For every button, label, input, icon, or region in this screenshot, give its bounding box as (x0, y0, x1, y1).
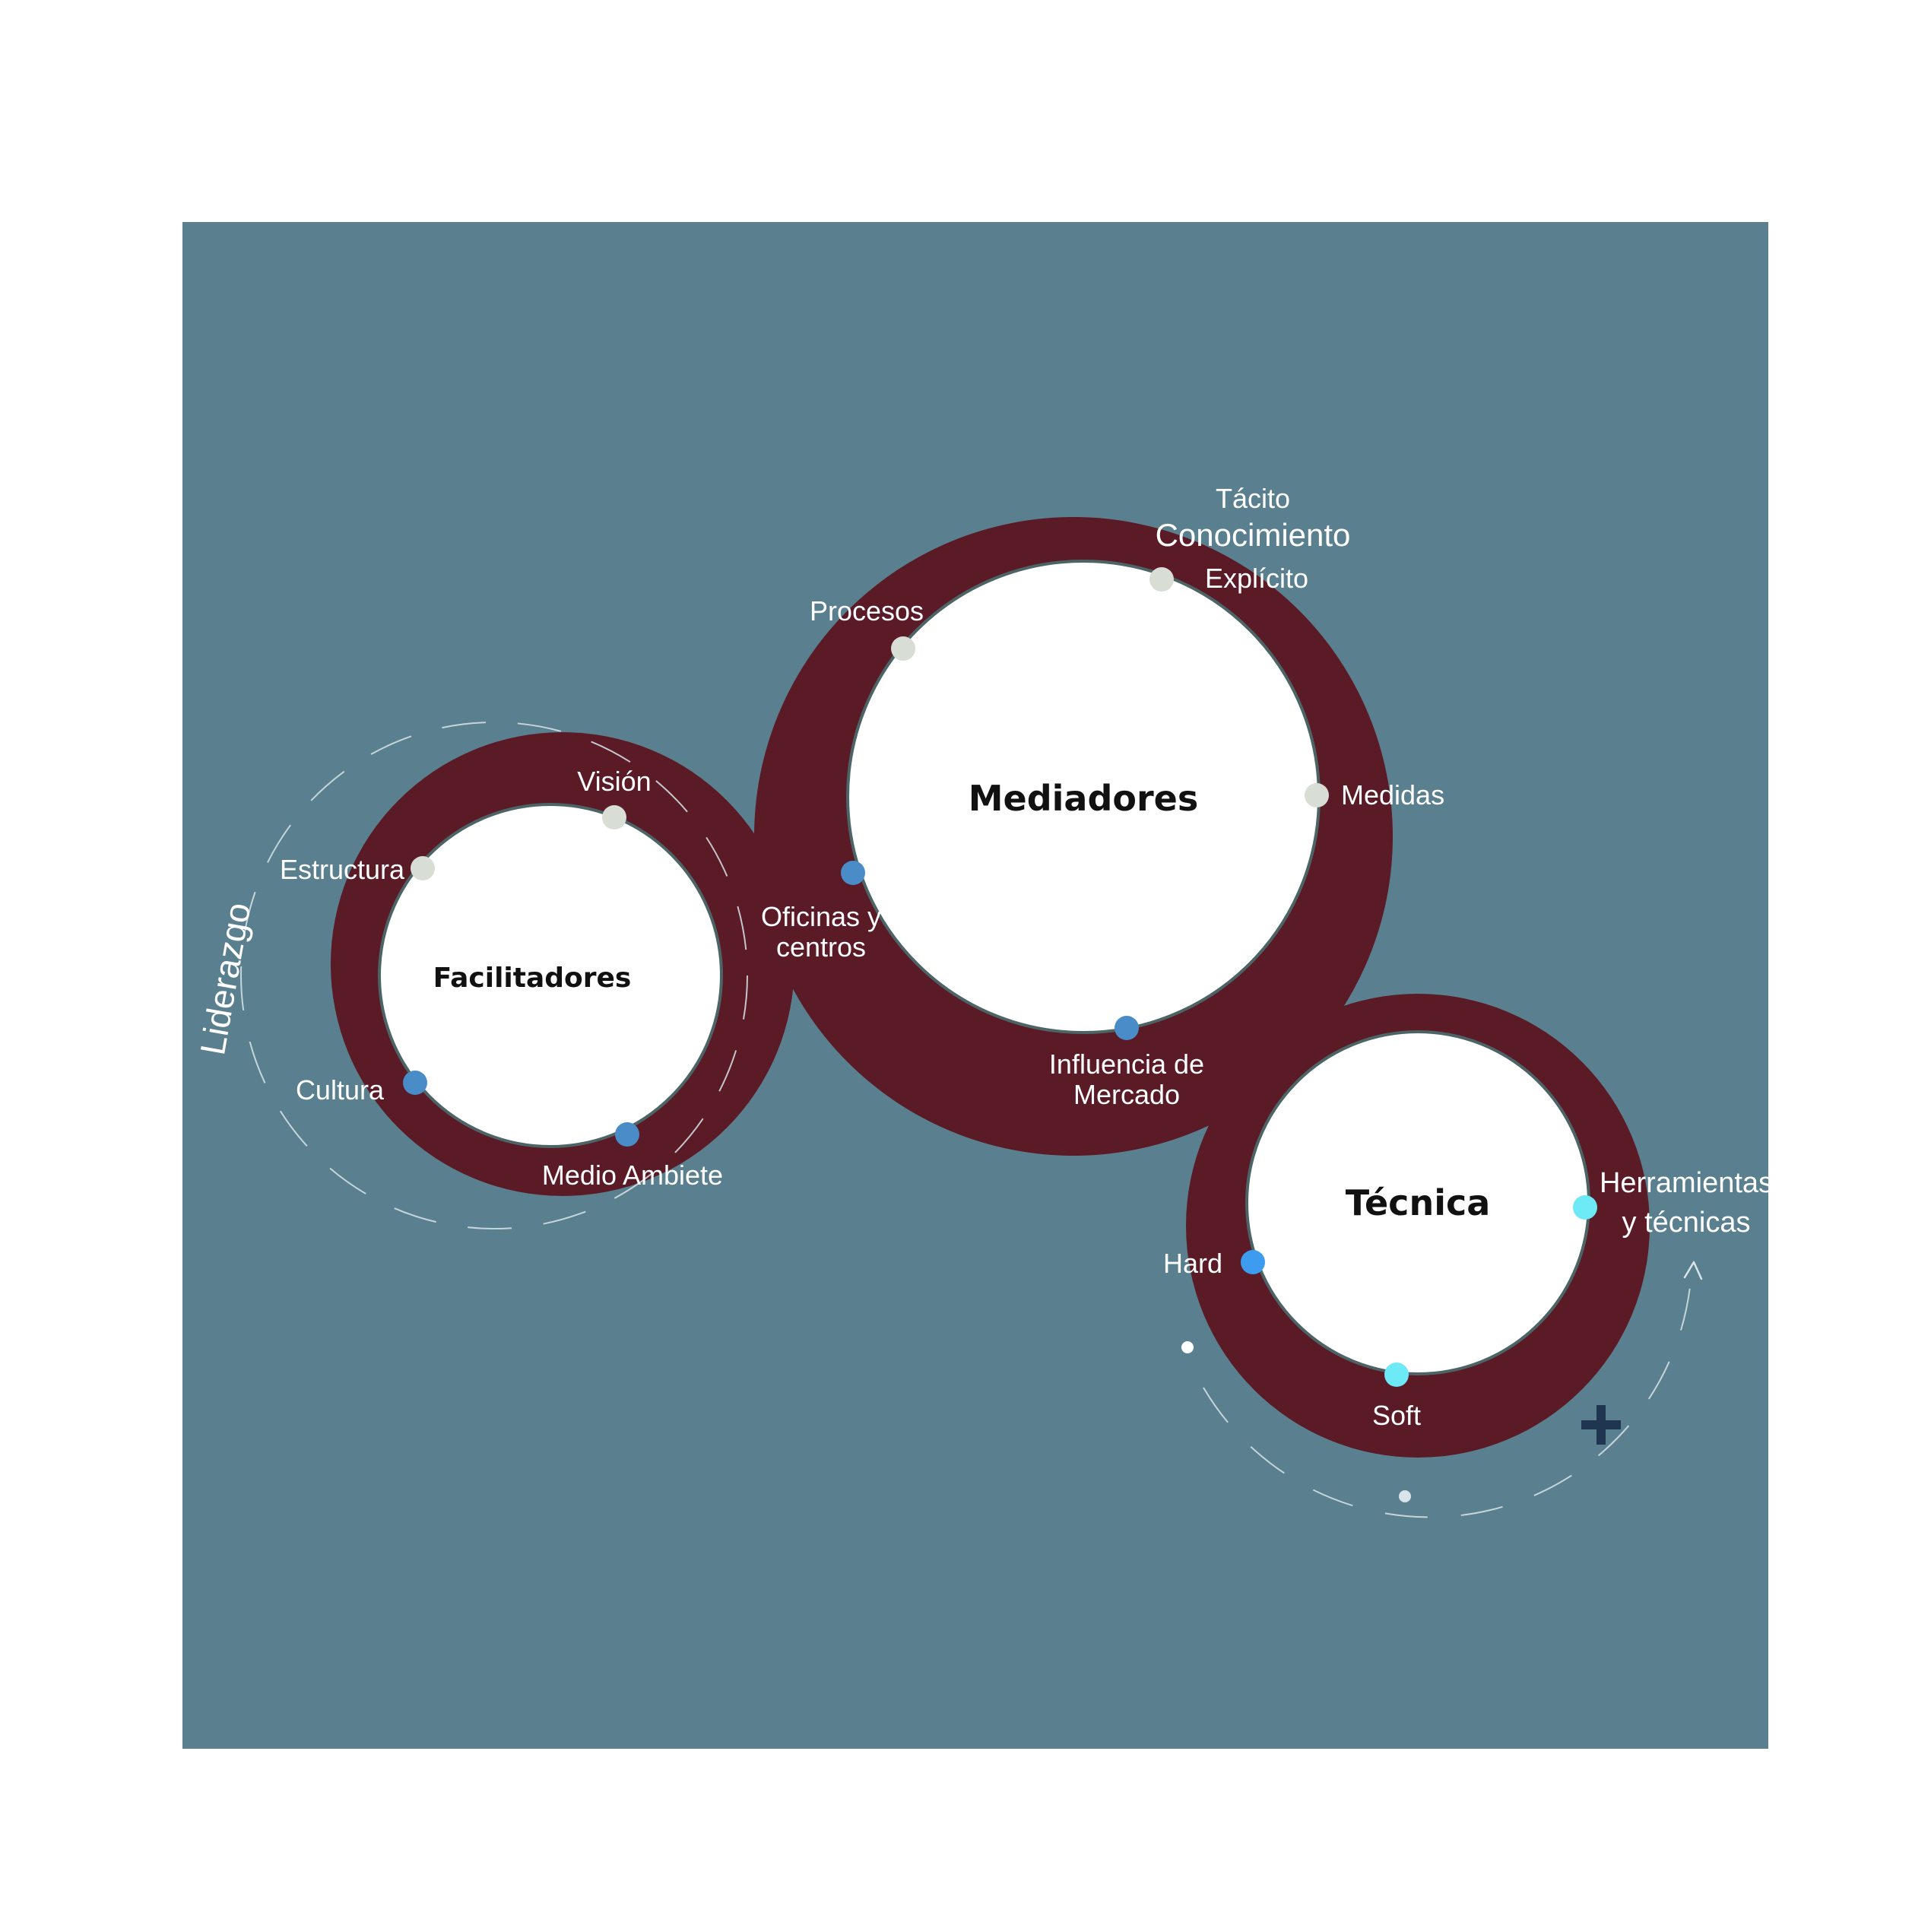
hard-node[interactable] (1241, 1250, 1265, 1274)
medio-ambiente-node[interactable] (615, 1122, 639, 1147)
medidas-node[interactable] (1305, 783, 1329, 807)
estructura-label: Estructura (280, 854, 405, 885)
vision-label: Visión (577, 766, 651, 797)
oficinas-label-line1: Oficinas y (761, 901, 881, 932)
tecnica-group: Técnica Herramientas y técnicas Hard Sof… (1163, 994, 1773, 1518)
orbit-dot-bottom (1399, 1490, 1411, 1502)
soft-node[interactable] (1384, 1363, 1409, 1387)
tecnica-title: Técnica (1346, 1182, 1491, 1223)
facilitadores-group: Facilitadores Visión Estructura Cultura … (192, 722, 794, 1229)
herramientas-label-line2: y técnicas (1622, 1207, 1751, 1239)
oficinas-label-line2: centros (776, 931, 866, 963)
mediadores-group: Mediadores Tácito Conocimiento Explícito… (754, 483, 1444, 1156)
liderazgo-orbit (240, 722, 748, 1229)
plus-icon (1581, 1405, 1621, 1445)
cultura-node[interactable] (403, 1071, 427, 1095)
orbit-arrow-icon (1683, 1261, 1703, 1280)
herramientas-label-line1: Herramientas (1600, 1167, 1773, 1199)
explicito-node[interactable] (1149, 567, 1174, 592)
soft-label: Soft (1372, 1400, 1421, 1431)
medio-ambiente-label: Medio Ambiete (542, 1160, 723, 1191)
hard-label: Hard (1163, 1248, 1222, 1279)
procesos-node[interactable] (891, 636, 915, 661)
facilitadores-title: Facilitadores (433, 963, 632, 994)
tecnica-orbit-arc (1203, 1269, 1692, 1518)
facilitadores-inner-circle (378, 803, 723, 1148)
orbit-dot-left (1181, 1341, 1194, 1353)
influencia-label-line1: Influencia de (1049, 1048, 1204, 1080)
cultura-label: Cultura (296, 1074, 385, 1106)
procesos-label: Procesos (810, 595, 924, 627)
oficinas-node[interactable] (841, 861, 865, 885)
mediadores-title: Mediadores (969, 778, 1199, 819)
influencia-node[interactable] (1115, 1016, 1139, 1040)
herramientas-node[interactable] (1573, 1195, 1597, 1220)
influencia-label-line2: Mercado (1073, 1079, 1180, 1110)
tacito-label: Tácito (1216, 483, 1290, 514)
vision-node[interactable] (602, 805, 626, 830)
medidas-label: Medidas (1341, 779, 1444, 811)
explicito-label: Explícito (1205, 563, 1308, 594)
estructura-node[interactable] (411, 856, 435, 880)
conocimiento-label: Conocimiento (1156, 517, 1351, 553)
